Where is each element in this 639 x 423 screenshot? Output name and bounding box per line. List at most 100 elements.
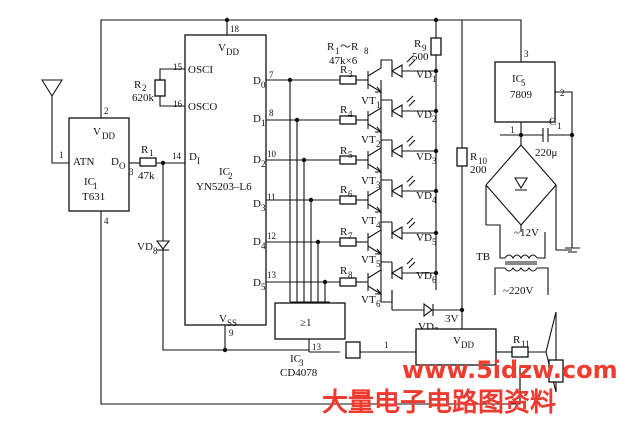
vd1-name: VD	[416, 69, 432, 81]
watermark: www.5idzw.com 大量电子电路图资料	[322, 356, 618, 418]
ic3-pin: 13	[312, 342, 322, 352]
vt1-name: VT	[361, 95, 376, 107]
r11-name: R	[513, 334, 521, 346]
r5-sub: 5	[348, 150, 353, 160]
ic2-pin-13: 13	[267, 270, 277, 280]
r-group-tilde: ～R	[340, 41, 359, 53]
vt1-sub: 1	[376, 100, 381, 110]
vd6-name: VD	[416, 270, 432, 282]
vt3-name: VT	[361, 175, 376, 187]
c1-value: 220μ	[535, 147, 558, 159]
ic2-pin-8: 8	[269, 108, 274, 118]
vt2-name: VT	[361, 134, 376, 146]
c1-name: C	[549, 116, 556, 128]
r2-resistor: R 2 620k	[132, 68, 185, 107]
r9-name: R	[414, 38, 422, 50]
vd8-name: VD	[137, 241, 153, 253]
led-body-4	[390, 184, 403, 198]
ic2-osco: OSCO	[188, 101, 217, 113]
r1-value: 47k	[138, 170, 155, 182]
ic2-d2-sub: 2	[261, 159, 266, 169]
bus-junction-d3	[308, 197, 314, 203]
ic1-dout-sub: O	[119, 161, 126, 171]
ic5-regulator: IC 5 7809 3 2 1 C 1 220μ	[494, 49, 580, 253]
ic5-name: IC	[512, 73, 523, 85]
r3-sub: 3	[348, 69, 353, 79]
led-rays-4	[406, 175, 416, 187]
r-group-name: R	[327, 41, 335, 53]
ic1-pin-3: 3	[129, 167, 134, 177]
vd4-name: VD	[416, 190, 432, 202]
transistor-collector-1	[367, 59, 392, 77]
bus-junction-d2	[301, 157, 307, 163]
vt3-sub: 3	[376, 180, 381, 190]
ic2-d1-sub: 1	[261, 118, 266, 128]
r-group-sub2: 8	[364, 46, 369, 56]
r6-name: R	[340, 184, 348, 196]
ic3-part: CD4078	[280, 367, 318, 379]
r3-name: R	[340, 64, 348, 76]
ic2-output-labels: D 0 7 D 1 8 D 2 10 D 3 11 D 4 12 D 5 13	[253, 70, 277, 292]
vt5-sub: 5	[376, 259, 381, 269]
ic2-pin-12: 12	[267, 231, 276, 241]
vd3-sub: 3	[432, 156, 437, 166]
ic2-osci: OSCI	[188, 64, 213, 76]
ic2-d3-label: D	[253, 198, 261, 210]
ic4-pin-1: 1	[384, 340, 389, 350]
ic2-d3-sub: 3	[261, 203, 266, 213]
r1-name: R	[141, 144, 149, 156]
transformer-tb: ~12V TB ~220V	[476, 227, 549, 297]
bus-junction-d5	[322, 279, 328, 285]
bridge-rectifier	[485, 144, 572, 251]
vt2-sub: 2	[376, 139, 381, 149]
bus-junction-d0	[287, 77, 293, 83]
r9-resistor: R 9 500	[412, 37, 442, 290]
ic2-pin-osci: 15	[173, 62, 183, 72]
vt6-sub: 6	[376, 299, 381, 309]
ic2-di-sub: I	[197, 156, 200, 166]
watermark-site: www.5idzw.com	[402, 356, 618, 384]
led-body-3	[390, 144, 403, 158]
vd6-sub: 6	[432, 275, 437, 285]
r2-value: 620k	[132, 92, 155, 104]
ic1-sub: 1	[93, 181, 98, 191]
ic2-d5-sub: 5	[261, 282, 266, 292]
led-body-6	[390, 266, 403, 280]
ic1-pin-1: 1	[59, 150, 64, 160]
ic2-d0-label: D	[253, 75, 261, 87]
r9-value: 500	[412, 51, 429, 63]
r4-name: R	[340, 104, 348, 116]
vt4-name: VT	[361, 215, 376, 227]
vd5-name: VD	[416, 232, 432, 244]
c1-sub: 1	[557, 121, 562, 131]
vd5-sub: 5	[432, 237, 437, 247]
ic2-sub: 2	[228, 171, 233, 181]
ic2-d5-label: D	[253, 277, 261, 289]
ic2-d1-label: D	[253, 113, 261, 125]
ic1-receiver: V DD ATN D O IC 1 T631 2 1 3 4	[59, 106, 134, 226]
ic1-part: T631	[82, 191, 105, 203]
vt6-name: VT	[361, 294, 376, 306]
vd2-sub: 2	[432, 114, 437, 124]
ic2-d2-label: D	[253, 154, 261, 166]
ic2-pin-vss: 9	[229, 328, 234, 338]
led-rays-2	[406, 95, 416, 107]
output-stages	[266, 55, 439, 303]
ic5-pin-3: 3	[524, 49, 529, 59]
vd8-sub: 8	[153, 246, 158, 256]
ic2-vdd-sub: DD	[226, 47, 239, 57]
r1-resistor: R 1 47k	[129, 144, 185, 182]
ic1-pin-4: 4	[104, 216, 109, 226]
ic5-pin-1: 1	[510, 125, 515, 135]
bus-junction-d1	[294, 117, 300, 123]
led-rays-6	[406, 257, 416, 269]
ic2-pin-11: 11	[267, 192, 276, 202]
ic2-decoder: V DD OSCI OSCO D I IC 2 YN5203–L6 V SS 1…	[172, 24, 267, 353]
r10-name: R	[470, 151, 478, 163]
r6-sub: 6	[348, 189, 353, 199]
r4-sub: 4	[348, 109, 353, 119]
r10-resistor: R 10 200	[456, 147, 488, 310]
